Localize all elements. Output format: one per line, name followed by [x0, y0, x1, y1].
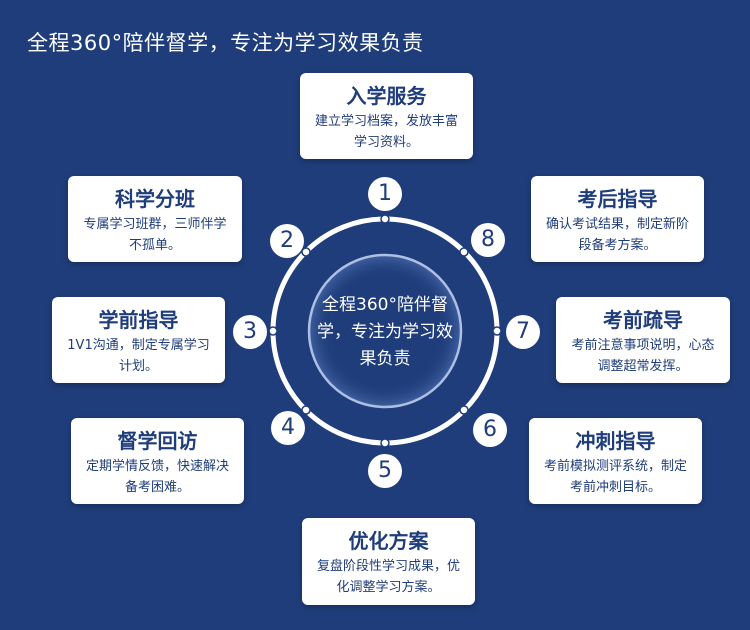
ring-dot-4	[301, 405, 311, 415]
page-title: 全程360°陪伴督学，专注为学习效果负责	[27, 31, 424, 55]
ring-dot-2	[301, 247, 311, 257]
inner-ring	[307, 253, 463, 409]
step-number-7: 7	[506, 315, 540, 349]
step-number-8: 8	[471, 223, 505, 257]
ring-dot-6	[459, 405, 469, 415]
step-card-1: 入学服务 建立学习档案，发放丰富学习资料。	[300, 73, 473, 159]
step-title-7: 考前疏导	[603, 308, 683, 332]
ring-dot-8	[459, 247, 469, 257]
step-title-1: 入学服务	[346, 84, 427, 108]
step-card-7: 考前疏导 考前注意事项说明，心态调整超常发挥。	[556, 297, 730, 383]
step-desc-5: 复盘阶段性学习成果，优化调整学习方案。	[316, 559, 460, 595]
step-desc-4: 定期学情反馈，快速解决备考困难。	[85, 459, 229, 495]
step-number-2: 2	[270, 224, 304, 258]
step-desc-7: 考前注意事项说明，心态调整超常发挥。	[571, 338, 715, 374]
step-card-6: 冲刺指导 考前模拟测评系统，制定考前冲刺目标。	[529, 418, 702, 504]
ring-dot-5	[380, 438, 390, 448]
ring-dot-1	[380, 214, 390, 224]
step-card-4: 督学回访 定期学情反馈，快速解决备考困难。	[71, 418, 244, 504]
step-title-4: 督学回访	[117, 429, 198, 453]
step-number-4: 4	[271, 411, 305, 445]
step-desc-1: 建立学习档案，发放丰富学习资料。	[314, 114, 458, 150]
step-card-2: 科学分班 专属学习班群，三师伴学不孤单。	[68, 176, 242, 262]
step-number-3: 3	[233, 315, 267, 349]
step-desc-6: 考前模拟测评系统，制定考前冲刺目标。	[543, 459, 687, 495]
step-title-6: 冲刺指导	[575, 429, 656, 453]
step-card-3: 学前指导 1V1沟通，制定专属学习计划。	[52, 297, 225, 383]
step-card-8: 考后指导 确认考试结果，制定新阶段备考方案。	[531, 176, 704, 262]
step-card-5: 优化方案 复盘阶段性学习成果，优化调整学习方案。	[302, 518, 475, 605]
ring-dot-7	[492, 326, 502, 336]
step-title-8: 考后指导	[577, 187, 658, 211]
step-desc-8: 确认考试结果，制定新阶段备考方案。	[545, 217, 689, 253]
step-number-5: 5	[368, 454, 402, 488]
step-title-3: 学前指导	[98, 308, 179, 332]
step-desc-2: 专属学习班群，三师伴学不孤单。	[83, 217, 227, 253]
step-desc-3: 1V1沟通，制定专属学习计划。	[67, 338, 210, 374]
step-title-5: 优化方案	[348, 529, 429, 553]
step-number-6: 6	[473, 413, 507, 447]
center-slogan: 全程360°陪伴督学，专注为学习效果负责	[317, 295, 453, 369]
ring-dot-3	[268, 326, 278, 336]
step-number-1: 1	[368, 177, 402, 211]
step-title-2: 科学分班	[115, 187, 195, 211]
